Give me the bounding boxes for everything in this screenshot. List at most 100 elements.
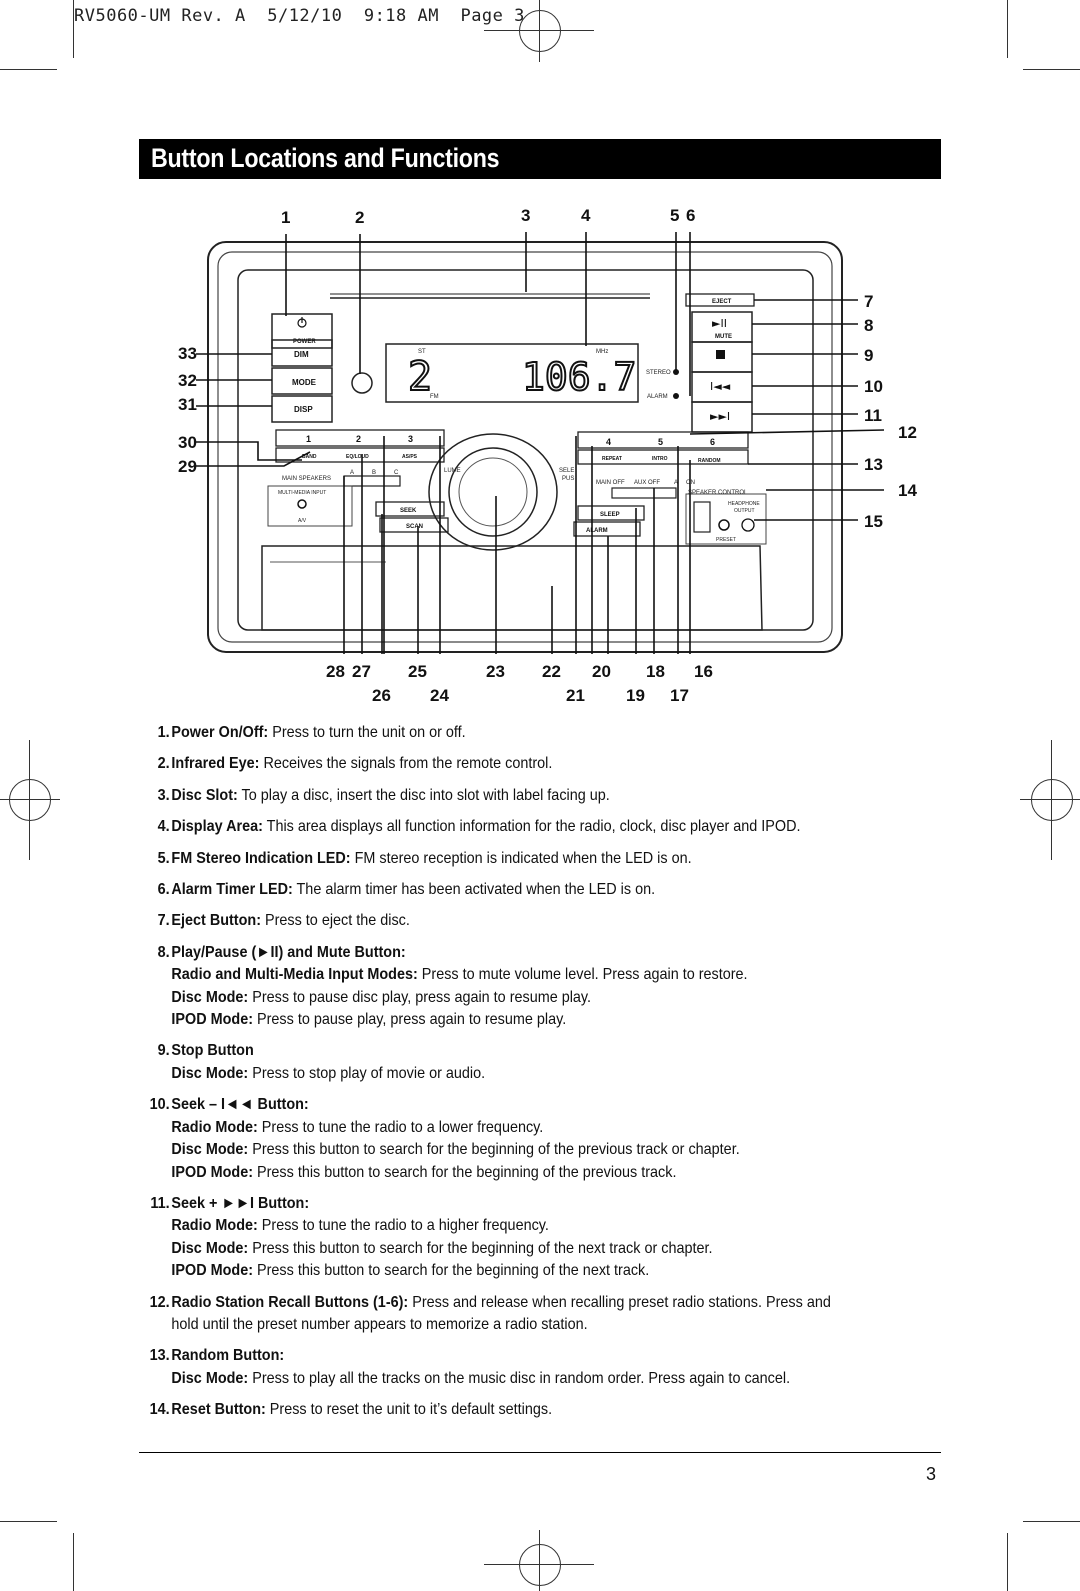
svg-text:MUTE: MUTE (715, 334, 732, 340)
item-title: Radio Station Recall Buttons (1-6): (171, 1293, 409, 1311)
svg-text:A: A (350, 470, 354, 476)
list-item: 3.Disc Slot: To play a disc, insert the … (139, 785, 859, 807)
sub-text: Press to stop play of movie or audio. (252, 1064, 486, 1082)
svg-text:SCAN: SCAN (406, 524, 423, 530)
sub-text: Press this button to search for the begi… (252, 1141, 740, 1159)
sub-text: Press to tune the radio to a higher freq… (261, 1217, 549, 1235)
svg-text:OUTPUT: OUTPUT (734, 508, 755, 514)
item-text: To play a disc, insert the disc into slo… (241, 786, 610, 804)
svg-text:C: C (394, 470, 399, 476)
list-item: 1.Power On/Off: Press to turn the unit o… (139, 722, 859, 744)
svg-text:22: 22 (542, 662, 561, 681)
section-title: Button Locations and Functions (151, 143, 500, 173)
item-title: Disc Slot: (171, 786, 238, 804)
svg-text:RANDOM: RANDOM (698, 458, 721, 464)
item-text: Press and release when recalling preset … (171, 1293, 831, 1333)
svg-text:15: 15 (864, 512, 883, 531)
infrared-eye (351, 372, 373, 394)
sub-label: IPOD Mode: (171, 1262, 254, 1280)
preset-row-right: 4 5 6 REPEAT INTRO RANDOM (577, 431, 749, 465)
item-sub-line: Disc Mode: Press this button to search f… (171, 1238, 859, 1260)
item-text: Press to turn the unit on or off. (272, 724, 466, 741)
item-sub-line: Disc Mode: Press to pause disc play, pre… (171, 987, 859, 1009)
list-item: 10.Seek – I◄◄ Button:Radio Mode: Press t… (139, 1094, 859, 1184)
svg-text:4: 4 (581, 206, 591, 225)
sub-label: IPOD Mode: (171, 1011, 254, 1029)
item-sub-line: IPOD Mode: Press this button to search f… (171, 1260, 859, 1282)
svg-text:A: A (674, 480, 678, 486)
svg-text:MAIN SPEAKERS: MAIN SPEAKERS (282, 476, 331, 482)
sub-label: Disc Mode: (171, 988, 249, 1006)
svg-text:33: 33 (178, 344, 197, 363)
power-button: POWER (271, 313, 333, 349)
svg-text:EQ/LOUD: EQ/LOUD (346, 454, 369, 460)
svg-text:26: 26 (372, 686, 391, 705)
item-sub-line: Disc Mode: Press this button to search f… (171, 1139, 859, 1161)
item-title: FM Stereo Indication LED: (171, 849, 351, 867)
callout-numbers: 1 2 3 4 5 6 7 8 9 10 11 12 13 14 15 33 3… (178, 206, 917, 705)
svg-text:1: 1 (281, 208, 290, 227)
svg-text:SPEAKER CONTROL: SPEAKER CONTROL (688, 490, 748, 496)
svg-text:5: 5 (658, 437, 663, 447)
svg-text:27: 27 (352, 662, 371, 681)
item-title: Alarm Timer LED: (171, 881, 293, 899)
svg-text:2: 2 (356, 434, 361, 444)
sub-text: Press to mute volume level. Press again … (421, 966, 748, 984)
list-item: 11.Seek + ►►I Button:Radio Mode: Press t… (139, 1193, 859, 1283)
sub-label: Radio Mode: (171, 1217, 258, 1235)
item-number: 10. (149, 1096, 170, 1114)
svg-text:PUS: PUS (562, 476, 574, 482)
item-number: 2. (157, 755, 170, 773)
list-item: 8.Play/Pause (►II) and Mute Button:Radio… (139, 942, 859, 1032)
page-number: 3 (926, 1464, 937, 1484)
svg-text:24: 24 (430, 686, 449, 705)
sub-label: Radio Mode: (171, 1118, 258, 1136)
volume-knob: LUME SELE PUS (428, 433, 574, 551)
svg-text:MULTI-MEDIA INPUT: MULTI-MEDIA INPUT (278, 490, 326, 496)
item-number: 1. (157, 724, 170, 741)
item-text: Receives the signals from the remote con… (263, 755, 553, 773)
svg-text:25: 25 (408, 662, 427, 681)
svg-text:4: 4 (606, 437, 611, 447)
svg-text:►►I: ►►I (710, 410, 730, 423)
next-button: ►►I (691, 401, 753, 433)
item-sub-line: IPOD Mode: Press this button to search f… (171, 1162, 859, 1184)
svg-text:13: 13 (864, 455, 883, 474)
preset-row-left: 1 2 3 BAND EQ/LOUD AS/PS (275, 429, 445, 463)
list-item: 2.Infrared Eye: Receives the signals fro… (139, 753, 859, 775)
svg-text:3: 3 (408, 434, 413, 444)
svg-text:10: 10 (864, 377, 883, 396)
sub-text: Press this button to search for the begi… (257, 1163, 677, 1181)
sub-text: Press to pause play, press again to resu… (257, 1011, 567, 1029)
item-title: Eject Button: (171, 912, 261, 930)
sub-text: Press to tune the radio to a lower frequ… (261, 1118, 544, 1136)
svg-text:29: 29 (178, 457, 197, 476)
item-title: Display Area: (171, 818, 263, 836)
svg-text:DISP: DISP (294, 405, 313, 414)
svg-text:I◄◄: I◄◄ (710, 380, 731, 393)
seek-scan-buttons: SEEK SCAN (375, 501, 449, 533)
item-title: Random Button: (171, 1347, 285, 1365)
sub-label: Radio and Multi-Media Input Modes: (171, 966, 418, 984)
svg-text:23: 23 (486, 662, 505, 681)
svg-text:AS/PS: AS/PS (402, 454, 418, 460)
item-number: 6. (157, 881, 170, 899)
sub-text: Press to pause disc play, press again to… (252, 988, 592, 1006)
stop-button (691, 341, 753, 373)
svg-text:2: 2 (355, 208, 364, 227)
sub-label: Disc Mode: (171, 1369, 249, 1387)
item-text: Press to eject the disc. (265, 912, 410, 930)
item-title: Infrared Eye: (171, 755, 260, 773)
svg-text:6: 6 (686, 206, 695, 225)
mode-button: MODE (271, 367, 333, 395)
item-text: The alarm timer has been activated when … (296, 881, 656, 899)
item-number: 7. (157, 912, 170, 930)
item-sub-line: IPOD Mode: Press to pause play, press ag… (171, 1009, 859, 1031)
item-title: Play/Pause (►II) and Mute Button: (171, 943, 406, 961)
svg-text:B: B (372, 470, 376, 476)
svg-text:30: 30 (178, 433, 197, 452)
svg-text:12: 12 (898, 423, 917, 442)
svg-text:5: 5 (670, 206, 679, 225)
svg-text:ALARM: ALARM (647, 394, 668, 400)
